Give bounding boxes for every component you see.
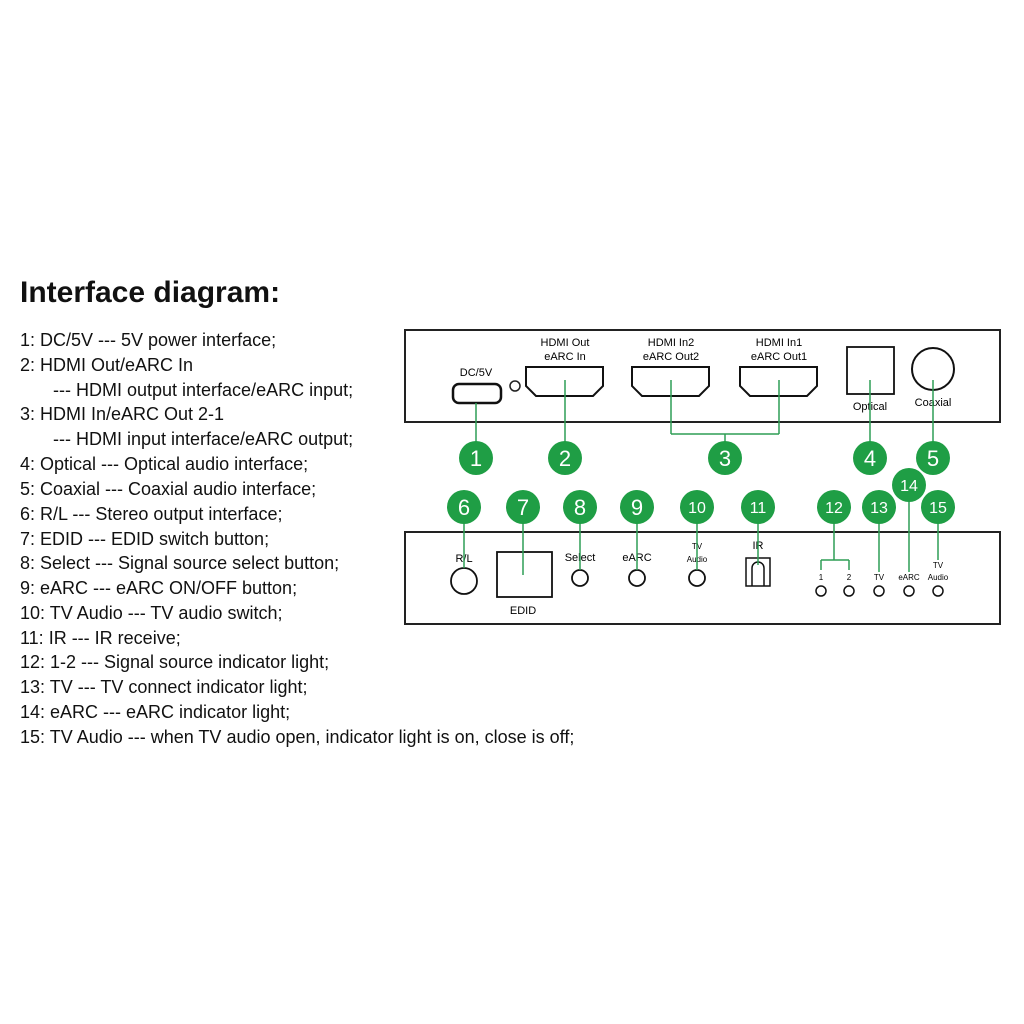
hdmi-out-label-1: HDMI Out [541, 337, 590, 349]
badge-11-number: 11 [750, 500, 767, 517]
legend-item: 1: DC/5V --- 5V power interface; [20, 330, 277, 350]
rear-connector-lines [475, 380, 934, 444]
edid-label: EDID [510, 605, 536, 617]
tv-led-label: TV [874, 573, 885, 582]
badge-2 [548, 441, 582, 475]
badges: 1 2 3 4 5 6 7 8 9 10 11 12 13 14 15 [447, 441, 955, 524]
legend-item: 10: TV Audio --- TV audio switch; [20, 603, 283, 623]
badge-1-number: 1 [470, 446, 482, 471]
badge-9-number: 9 [631, 495, 643, 520]
hdmi-in2-label-1: HDMI In2 [648, 337, 694, 349]
badge-7-number: 7 [517, 495, 529, 520]
led-1 [815, 585, 827, 597]
tv-audio-button [688, 569, 706, 587]
dc-port-label: DC/5V [460, 367, 493, 379]
ir-receiver [745, 557, 771, 587]
hdmi-in1-label-1: HDMI In1 [756, 337, 802, 349]
legend-item: 3: HDMI In/eARC Out 2-1 [20, 404, 225, 424]
edid-switch [496, 551, 553, 598]
badge-2-number: 2 [559, 446, 571, 471]
legend-item: 2: HDMI Out/eARC In [20, 355, 194, 375]
legend-item: --- HDMI input interface/eARC output; [53, 429, 354, 449]
ir-window [751, 561, 765, 586]
badge-3-number: 3 [719, 446, 731, 471]
power-led [509, 380, 521, 392]
led-1-label: 1 [819, 573, 824, 582]
badge-7 [506, 490, 540, 524]
tvaudio-led-label-1: TV [933, 561, 944, 570]
rl-jack [450, 567, 478, 595]
earc-button [628, 569, 646, 587]
legend-item: 15: TV Audio --- when TV audio open, ind… [20, 727, 575, 747]
badge-10-number: 10 [688, 500, 706, 517]
badge-8 [563, 490, 597, 524]
badge-9 [620, 490, 654, 524]
hdmi-in1-port [739, 366, 818, 397]
led-2-label: 2 [847, 573, 852, 582]
badge-10 [680, 490, 714, 524]
hdmi-in2-port [631, 366, 710, 397]
badge-12-number: 12 [825, 500, 843, 517]
badge-4 [853, 441, 887, 475]
legend-item: 13: TV --- TV connect indicator light; [20, 677, 308, 697]
legend-item: 8: Select --- Signal source select butto… [20, 553, 340, 573]
tvaudio-led [932, 585, 944, 597]
legend-item: 14: eARC --- eARC indicator light; [20, 702, 291, 722]
hdmi-in1-label-2: eARC Out1 [751, 351, 807, 363]
earc-led-label: eARC [898, 573, 920, 582]
legend-item: 5: Coaxial --- Coaxial audio interface; [20, 479, 317, 499]
badge-6 [447, 490, 481, 524]
rear-panel [404, 329, 1001, 423]
select-button [571, 569, 589, 587]
badge-14-number: 14 [900, 478, 918, 495]
badge-3 [708, 441, 742, 475]
badge-1 [459, 441, 493, 475]
badge-8-number: 8 [574, 495, 586, 520]
badge-4-number: 4 [864, 446, 876, 471]
tv-led [873, 585, 885, 597]
legend-item: --- HDMI output interface/eARC input; [53, 380, 354, 400]
tvaudio-led-label-2: Audio [928, 573, 949, 582]
badge-13 [862, 490, 896, 524]
earc-led [903, 585, 915, 597]
legend-item: 6: R/L --- Stereo output interface; [20, 504, 283, 524]
badge-5 [916, 441, 950, 475]
badge-14 [892, 468, 926, 502]
badge-13-number: 13 [870, 500, 888, 517]
hdmi-out-port [525, 366, 604, 397]
badge-15-number: 15 [929, 500, 947, 517]
legend-item: 12: 1-2 --- Signal source indicator ligh… [20, 652, 330, 672]
legend-item: 9: eARC --- eARC ON/OFF button; [20, 578, 298, 598]
led-2 [843, 585, 855, 597]
badge-12 [817, 490, 851, 524]
legend-item: 11: IR --- IR receive; [20, 628, 181, 648]
front-panel [404, 531, 1001, 625]
hdmi-in2-label-2: eARC Out2 [643, 351, 699, 363]
dc-port [451, 382, 503, 405]
hdmi-out-label-2: eARC In [544, 351, 586, 363]
legend-item: 4: Optical --- Optical audio interface; [20, 454, 309, 474]
legend-item: 7: EDID --- EDID switch button; [20, 529, 270, 549]
badge-6-number: 6 [458, 495, 470, 520]
badge-5-number: 5 [927, 446, 939, 471]
badge-11 [741, 490, 775, 524]
diagram-title: Interface diagram: [20, 276, 281, 309]
badge-15 [921, 490, 955, 524]
